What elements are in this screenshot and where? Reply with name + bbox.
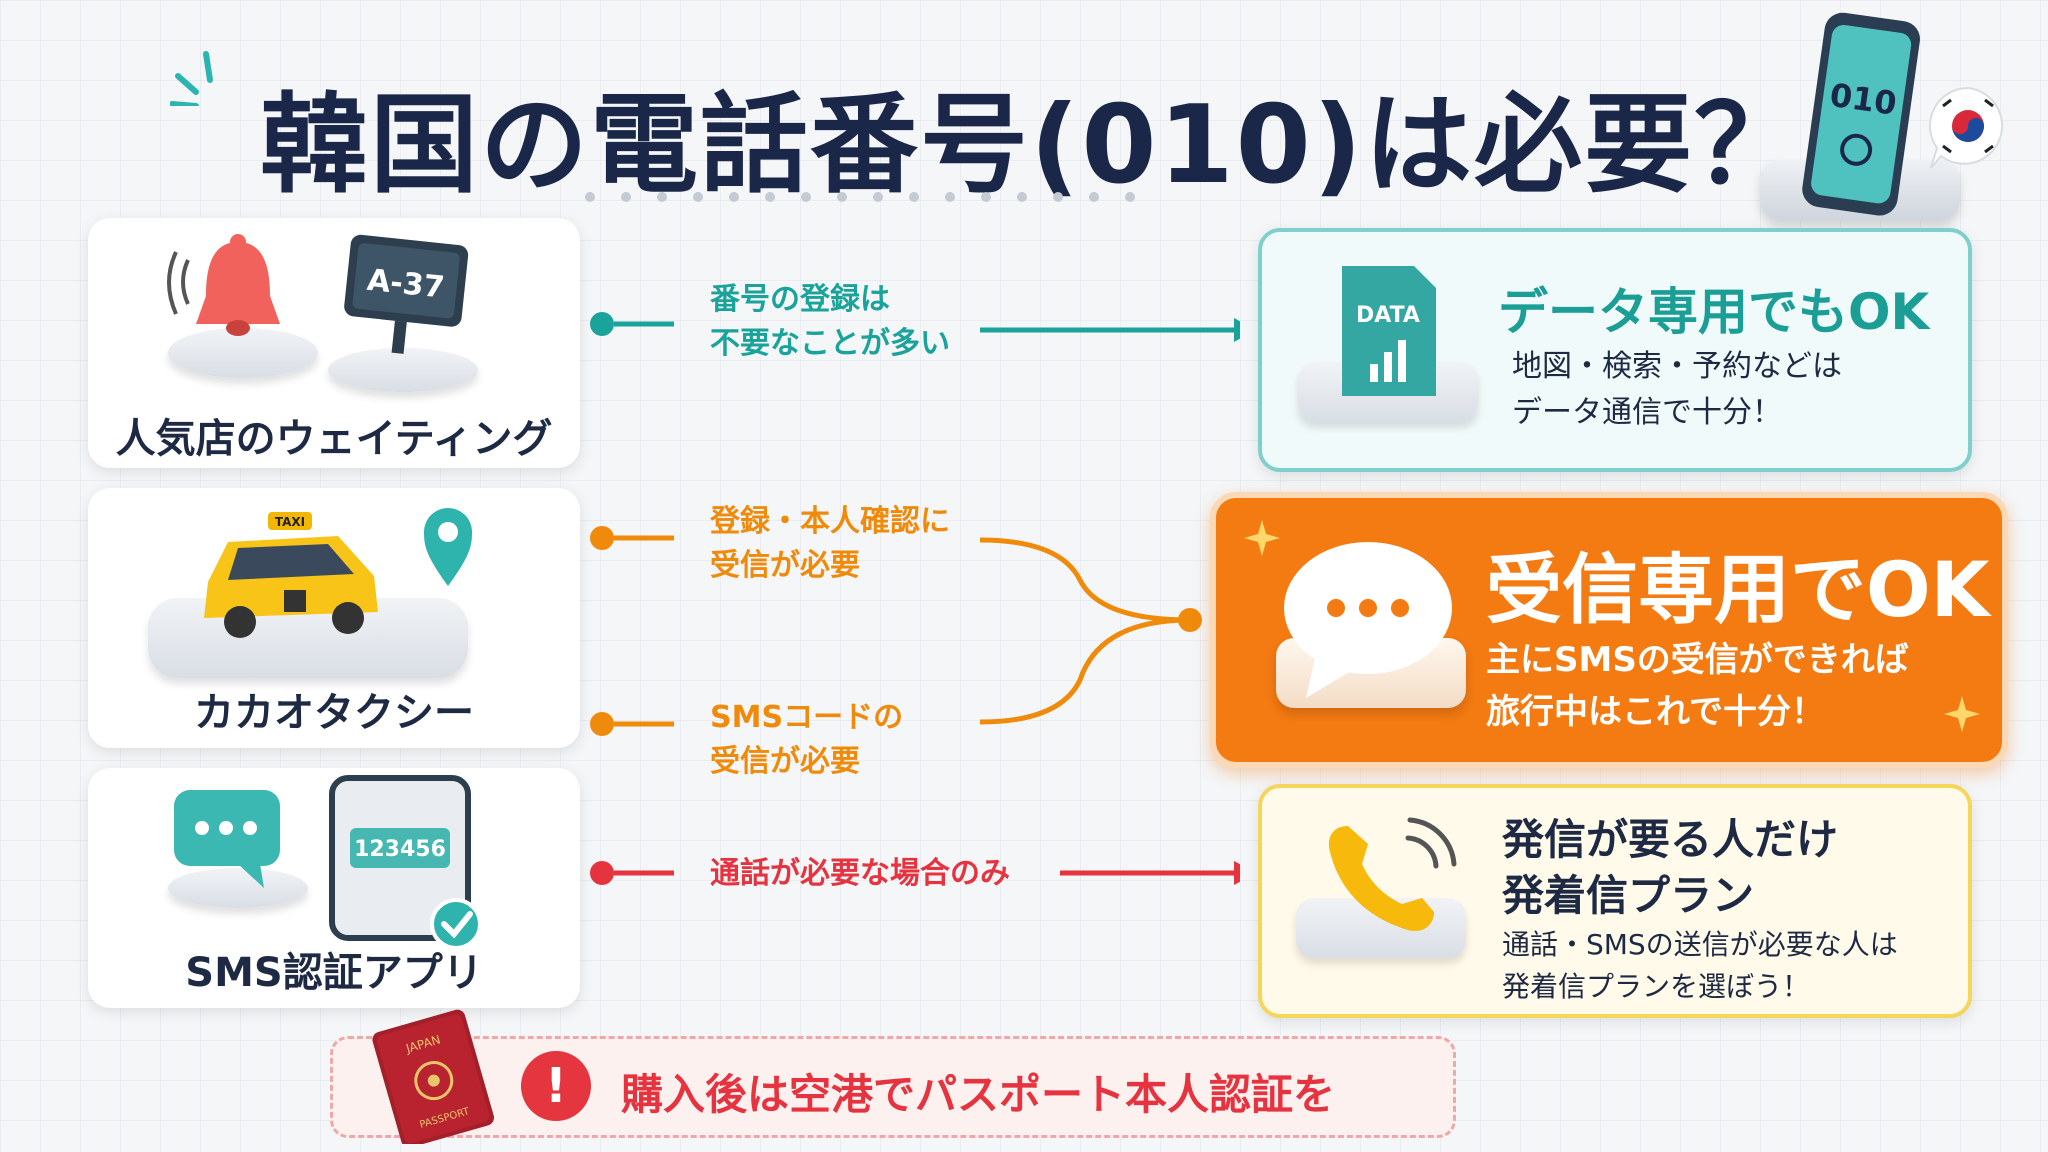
card-title-receive: 受信専用でOK <box>1486 545 1990 634</box>
phone-call-icon <box>1328 817 1457 932</box>
card-desc-data: 地図・検索・予約などは データ通信で十分！ <box>1512 349 1842 430</box>
connector-label-sms-code: SMSコードの 受信が必要 <box>710 700 904 779</box>
korea-flag-bubble-icon <box>1928 86 2004 169</box>
card-desc-call: 通話・SMSの送信が必要な人は 発着信プランを選ぼう！ <box>1502 928 1898 1003</box>
data-icon-text: DATA <box>1356 303 1420 328</box>
chat-bubble-icon <box>174 790 280 888</box>
code-text: 123456 <box>354 837 446 862</box>
connector-label-data: 番号の登録は 不要なことが多い <box>710 282 950 361</box>
warning-icon: ! <box>521 1051 591 1121</box>
phone-badge-text: 010 <box>1827 76 1898 123</box>
speech-bubble-icon <box>1284 542 1452 698</box>
queue-number-text: A-37 <box>365 263 446 306</box>
card-title-data: データ専用でもOK <box>1498 283 1930 341</box>
taxi-sign-text: TAXI <box>275 515 305 529</box>
card-label-taxi: カカオタクシー <box>194 690 474 736</box>
sparkle-lines-icon <box>170 51 213 106</box>
taxi-icon: TAXI <box>204 512 378 638</box>
card-title-call: 発信が要る人だけ 発着信プラン <box>1502 815 1839 920</box>
title-divider-dots <box>585 192 1135 202</box>
notice-text: 購入後は空港でパスポート本人認証を <box>621 1070 1336 1119</box>
card-label-waiting: 人気店のウェイティング <box>115 416 553 462</box>
card-label-sms: SMS認証アプリ <box>185 950 483 996</box>
card-kakao-taxi: TAXI カカオタクシー <box>88 488 580 748</box>
connector-label-call: 通話が必要な場合のみ <box>710 856 1010 891</box>
page-title: 韓国の電話番号(010)は必要？ <box>260 83 1805 208</box>
queue-number-sign-icon: A-37 <box>344 234 469 354</box>
card-receive-only: 受信専用でOK 主にSMSの受信ができれば 旅行中はこれで十分！ <box>1210 492 2008 768</box>
passport-icon: JAPAN PASSPORT <box>372 1009 495 1144</box>
card-sms-app: 123456 SMS認証アプリ <box>88 768 580 1008</box>
connector-arrows <box>590 312 1240 885</box>
card-desc-receive: 主にSMSの受信ができれば 旅行中はこれで十分！ <box>1486 640 1909 732</box>
connector-label-registration: 登録・本人確認に 受信が必要 <box>710 504 950 583</box>
sparkle-icon <box>1244 520 1280 556</box>
location-pin-icon <box>424 508 472 586</box>
verification-code-phone-icon: 123456 <box>329 775 482 950</box>
notice-bar: ! 購入後は空港でパスポート本人認証を <box>330 1036 1456 1138</box>
phone-icon: 010 <box>1802 12 1920 216</box>
data-sim-icon: DATA <box>1342 266 1436 396</box>
card-data-only: DATA データ専用でもOK 地図・検索・予約などは データ通信で十分！ <box>1258 228 1972 472</box>
card-restaurant-waiting: A-37 人気店のウェイティング <box>88 218 580 468</box>
card-call-plan: 発信が要る人だけ 発着信プラン 通話・SMSの送信が必要な人は 発着信プランを選… <box>1258 784 1972 1018</box>
bell-icon <box>167 234 280 336</box>
sparkle-icon-2 <box>1944 696 1980 732</box>
